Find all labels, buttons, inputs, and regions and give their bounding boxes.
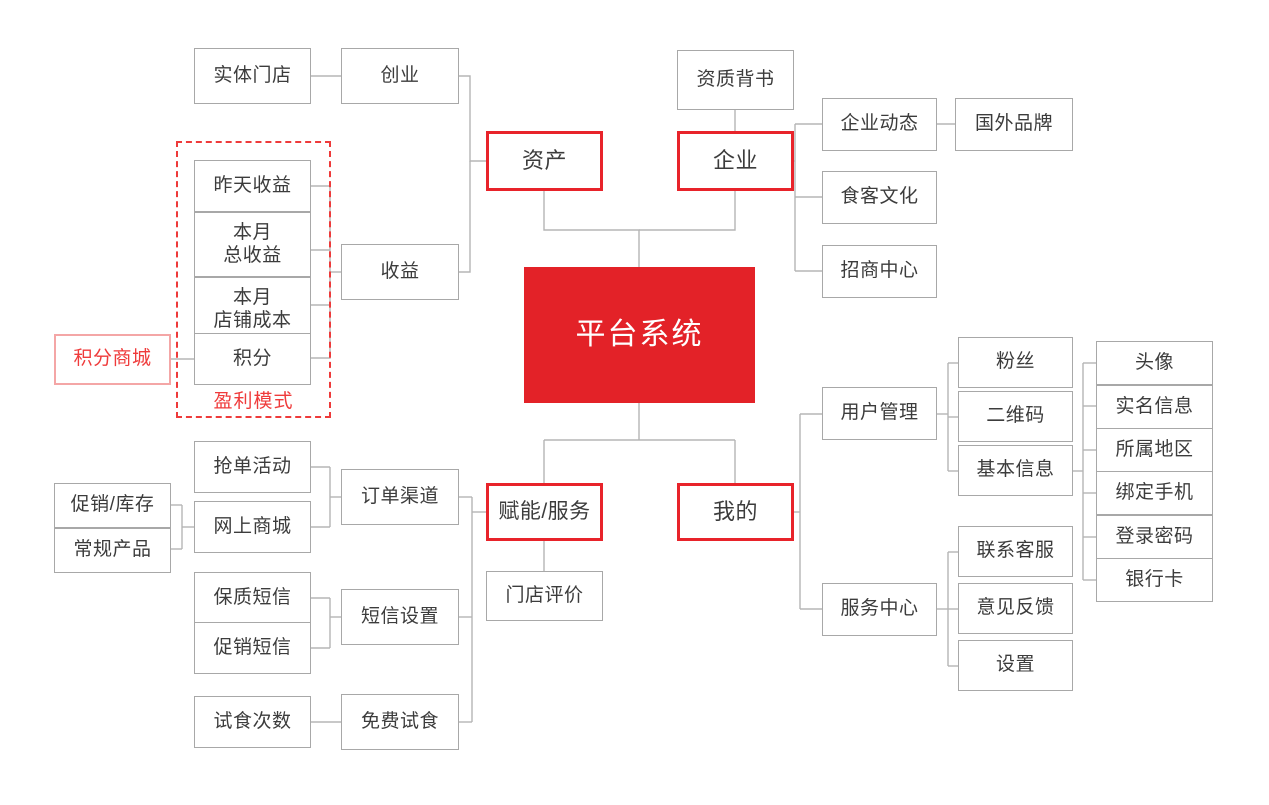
node-platform-system[interactable]: 平台系统 (524, 267, 755, 403)
node-points-mall[interactable]: 积分商城 (54, 334, 171, 385)
node-fans[interactable]: 粉丝 (958, 337, 1073, 388)
node-month-total-income[interactable]: 本月 总收益 (194, 212, 311, 277)
node-diner-culture[interactable]: 食客文化 (822, 171, 937, 224)
node-qr-code[interactable]: 二维码 (958, 391, 1073, 442)
node-free-tasting[interactable]: 免费试食 (341, 694, 459, 750)
node-region[interactable]: 所属地区 (1096, 428, 1213, 472)
node-physical-store[interactable]: 实体门店 (194, 48, 311, 104)
node-startup[interactable]: 创业 (341, 48, 459, 104)
node-feedback[interactable]: 意见反馈 (958, 583, 1073, 634)
node-asset[interactable]: 资产 (486, 131, 603, 191)
node-enterprise[interactable]: 企业 (677, 131, 794, 191)
node-sms-settings[interactable]: 短信设置 (341, 589, 459, 645)
node-bank-card[interactable]: 银行卡 (1096, 558, 1213, 602)
node-login-password[interactable]: 登录密码 (1096, 515, 1213, 559)
node-promotion-inventory[interactable]: 促销/库存 (54, 483, 171, 528)
node-quality-sms[interactable]: 保质短信 (194, 572, 311, 624)
node-service-center[interactable]: 服务中心 (822, 583, 937, 636)
node-settings[interactable]: 设置 (958, 640, 1073, 691)
node-enterprise-news[interactable]: 企业动态 (822, 98, 937, 151)
node-empower-service[interactable]: 赋能/服务 (486, 483, 603, 541)
node-bound-phone[interactable]: 绑定手机 (1096, 471, 1213, 515)
node-income[interactable]: 收益 (341, 244, 459, 300)
node-basic-info[interactable]: 基本信息 (958, 445, 1073, 496)
node-order-channel[interactable]: 订单渠道 (341, 469, 459, 525)
node-user-management[interactable]: 用户管理 (822, 387, 937, 440)
node-grab-order-activity[interactable]: 抢单活动 (194, 441, 311, 493)
node-mine[interactable]: 我的 (677, 483, 794, 541)
node-avatar[interactable]: 头像 (1096, 341, 1213, 385)
node-foreign-brand[interactable]: 国外品牌 (955, 98, 1073, 151)
node-tasting-count[interactable]: 试食次数 (194, 696, 311, 748)
node-month-store-cost[interactable]: 本月 店铺成本 (194, 277, 311, 342)
group-label-profit-model: 盈利模式 (213, 391, 294, 412)
node-real-name-info[interactable]: 实名信息 (1096, 385, 1213, 429)
node-promotion-sms[interactable]: 促销短信 (194, 622, 311, 674)
node-regular-product[interactable]: 常规产品 (54, 528, 171, 573)
node-yesterday-income[interactable]: 昨天收益 (194, 160, 311, 212)
node-points[interactable]: 积分 (194, 333, 311, 385)
node-investment-center[interactable]: 招商中心 (822, 245, 937, 298)
node-qualification-endorsement[interactable]: 资质背书 (677, 50, 794, 110)
node-store-review[interactable]: 门店评价 (486, 571, 603, 621)
node-online-mall[interactable]: 网上商城 (194, 501, 311, 553)
node-contact-support[interactable]: 联系客服 (958, 526, 1073, 577)
